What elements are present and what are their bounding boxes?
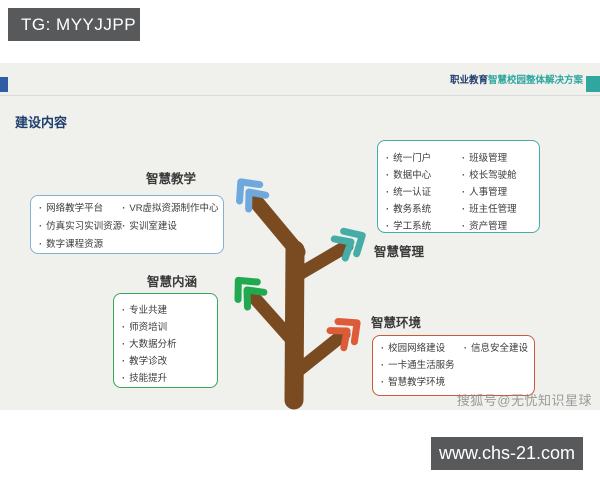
list-item: 师资培训 (122, 319, 177, 336)
sohu-watermark-text: 搜狐号@无忧知识星球 (456, 393, 592, 408)
environment-items-box: 校园网络建设 一卡通生活服务 智慧教学环境 信息安全建设 (372, 335, 535, 396)
teaching-col2: VR虚拟资源制作中心 实训室建设 (122, 200, 218, 251)
connotation-items-box: 专业共建 师资培训 大数据分析 教学诊改 技能提升 (113, 293, 218, 388)
page-title: 建设内容 (15, 115, 68, 130)
environment-col1: 校园网络建设 一卡通生活服务 智慧教学环境 (381, 340, 464, 393)
header-accent-blue-bar (0, 77, 8, 92)
list-item: 人事管理 (462, 184, 517, 201)
connotation-col1: 专业共建 师资培训 大数据分析 教学诊改 技能提升 (122, 302, 177, 385)
tg-watermark-badge: TG: MYYJJPP (8, 8, 140, 41)
list-item: 统一认证 (386, 184, 462, 201)
list-item: 资产管理 (462, 218, 517, 235)
tg-watermark-text: TG: MYYJJPP (21, 14, 137, 34)
list-item: 班级管理 (462, 150, 517, 167)
list-item: 一卡通生活服务 (381, 357, 464, 374)
list-item: 专业共建 (122, 302, 177, 319)
list-item: 实训室建设 (122, 218, 218, 236)
slide-header: 职业教育 智慧校园整体解决方案 (0, 63, 600, 96)
section-title-management: 智慧管理 (374, 245, 425, 259)
section-title-environment: 智慧环境 (371, 316, 422, 330)
list-item: 技能提升 (122, 370, 177, 387)
list-item: VR虚拟资源制作中心 (122, 200, 218, 218)
slide-header-title: 职业教育 智慧校园整体解决方案 (450, 63, 583, 95)
website-badge: www.chs-21.com (431, 437, 583, 470)
website-url-text: www.chs-21.com (438, 443, 576, 463)
list-item: 班主任管理 (462, 201, 517, 218)
list-item: 信息安全建设 (464, 340, 528, 357)
list-item: 教务系统 (386, 201, 462, 218)
section-title-teaching: 智慧教学 (146, 172, 197, 186)
section-title-connotation: 智慧内涵 (147, 275, 198, 289)
management-items-box: 统一门户 数据中心 统一认证 教务系统 学工系统 班级管理 校长驾驶舱 人事管理… (377, 140, 540, 233)
list-item: 仿真实习实训资源 (39, 218, 122, 236)
list-item: 校园网络建设 (381, 340, 464, 357)
management-col1: 统一门户 数据中心 统一认证 教务系统 学工系统 (386, 150, 462, 232)
list-item: 大数据分析 (122, 336, 177, 353)
list-item: 统一门户 (386, 150, 462, 167)
list-item: 数据中心 (386, 167, 462, 184)
teaching-items-box: 网络教学平台 仿真实习实训资源 数字课程资源 VR虚拟资源制作中心 实训室建设 (30, 195, 224, 254)
list-item: 智慧教学环境 (381, 374, 464, 391)
header-accent-teal-bar (586, 76, 600, 92)
header-title-prefix: 职业教育 (449, 75, 488, 86)
list-item: 校长驾驶舱 (462, 167, 517, 184)
list-item: 学工系统 (386, 218, 462, 235)
header-title-main: 智慧校园整体解决方案 (487, 75, 583, 86)
list-item: 教学诊改 (122, 353, 177, 370)
teaching-col1: 网络教学平台 仿真实习实训资源 数字课程资源 (39, 200, 122, 251)
environment-col2: 信息安全建设 (464, 340, 528, 393)
management-col2: 班级管理 校长驾驶舱 人事管理 班主任管理 资产管理 (462, 150, 517, 232)
list-item: 网络教学平台 (39, 200, 122, 218)
list-item: 数字课程资源 (39, 236, 122, 254)
